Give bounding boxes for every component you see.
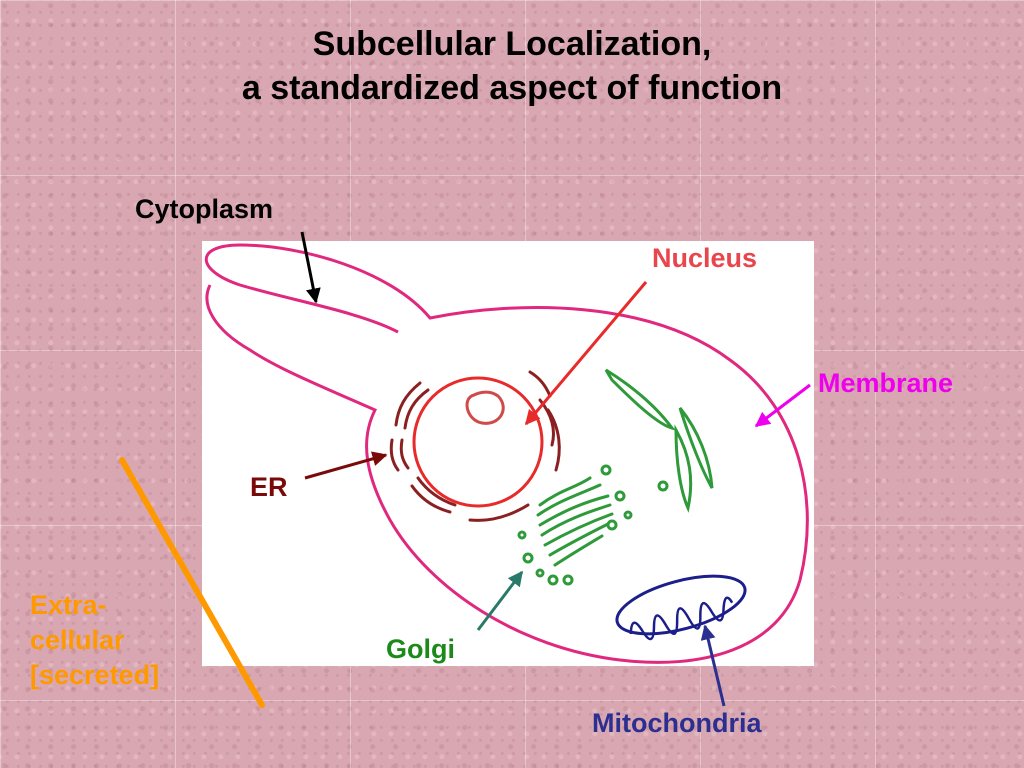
slide-title: Subcellular Localization, a standardized…	[0, 22, 1024, 110]
cytoplasm-label: Cytoplasm	[135, 194, 274, 224]
mitochondria-label: Mitochondria	[592, 708, 762, 738]
golgi-arrow	[476, 570, 524, 631]
cell-membrane	[205, 243, 809, 664]
cytoplasm-arrow	[300, 231, 321, 304]
membrane-arrow	[754, 383, 811, 428]
golgi-label: Golgi	[386, 634, 455, 664]
extracellular-label-line-3: [secreted]	[30, 660, 160, 690]
extracellular-label-line-1: Extra-	[30, 590, 107, 620]
golgi-apparatus	[517, 464, 669, 586]
mitochondria-arrow	[700, 624, 726, 707]
green-organelles	[604, 368, 714, 513]
extracellular-line	[119, 457, 265, 708]
extracellular-label: Extra- cellular [secreted]	[30, 588, 210, 693]
er-arrow	[304, 451, 388, 480]
title-line-1: Subcellular Localization,	[312, 25, 712, 63]
er-label: ER	[250, 472, 288, 502]
mitochondrion	[615, 574, 747, 641]
title-line-2: a standardized aspect of function	[241, 69, 783, 107]
nucleus-arrow	[524, 281, 648, 426]
endoplasmic-reticulum	[389, 370, 561, 522]
extracellular-label-line-2: cellular	[30, 625, 125, 655]
membrane-label: Membrane	[818, 368, 954, 398]
cell-diagram-background	[202, 241, 814, 666]
nucleus-label: Nucleus	[652, 243, 758, 273]
nucleus	[412, 376, 544, 508]
